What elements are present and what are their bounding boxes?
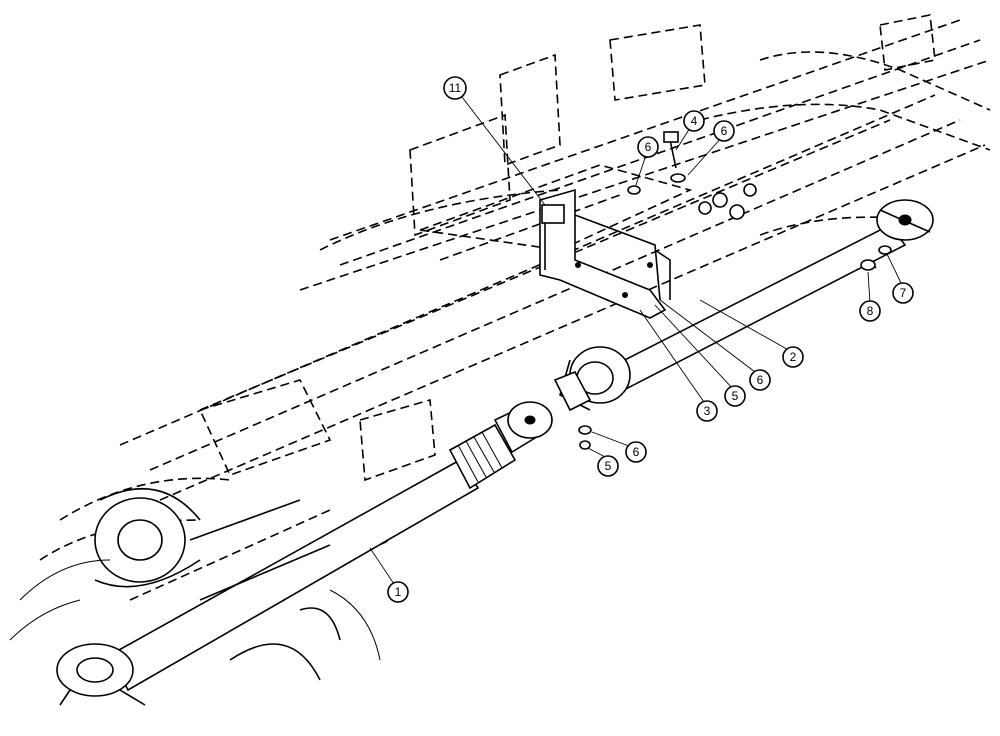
callout-7: 7 [892,282,914,304]
callout-2: 2 [782,346,804,368]
front-axle-differential [9,488,381,681]
callout-8: 8 [859,300,881,322]
callout-6-top-left-label: 6 [645,140,652,154]
callout-6-top-right: 6 [713,120,735,142]
callout-11: 11 [443,76,467,100]
callout-5-bracket-label: 5 [732,389,739,403]
callout-5-bearing: 5 [597,455,619,477]
callout-3: 3 [696,400,718,422]
callout-6-bracket: 6 [749,369,771,391]
callout-3-label: 3 [704,404,711,418]
callout-7-label: 7 [900,286,907,300]
front-driveshaft [56,401,553,706]
callout-4-label: 4 [691,114,698,128]
callout-6-bracket-label: 6 [757,373,764,387]
callout-6-top-right-label: 6 [721,124,728,138]
rear-driveshaft [553,199,934,412]
callout-5-bearing-label: 5 [605,459,612,473]
callout-6-top-left: 6 [637,136,659,158]
callout-6-bearing-label: 6 [633,445,640,459]
hardware [578,131,892,450]
callout-1-label: 1 [395,585,402,599]
leader-lines [369,96,903,591]
callout-2-label: 2 [790,350,797,364]
callout-1: 1 [387,581,409,603]
callout-8-label: 8 [867,304,874,318]
hanger-bracket [539,188,671,319]
callout-4: 4 [683,110,705,132]
callout-6-bearing: 6 [625,441,647,463]
callouts: 11 4 6 6 7 8 2 [387,76,914,603]
callout-11-label: 11 [449,81,462,95]
callout-5-bracket: 5 [724,385,746,407]
